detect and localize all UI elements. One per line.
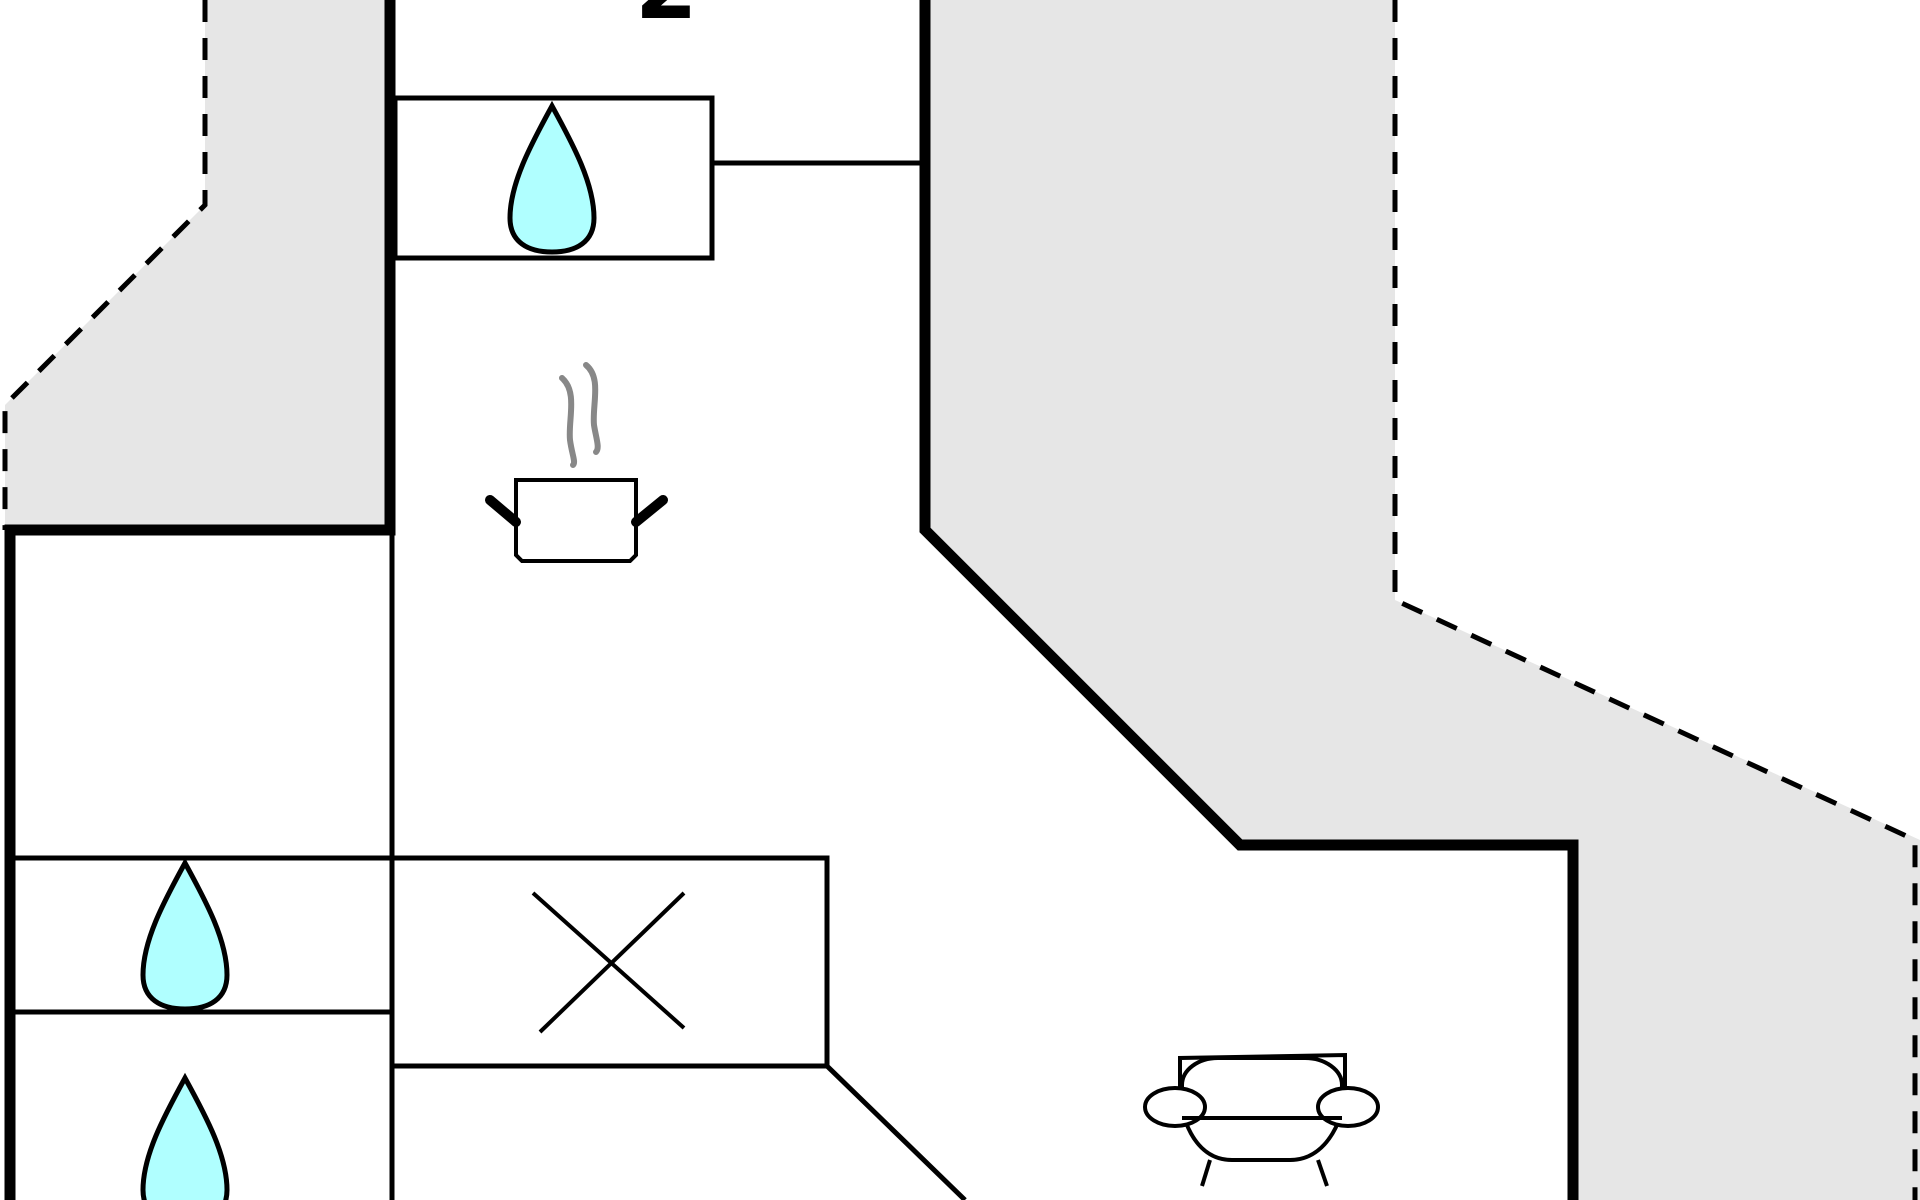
water-drop-icon	[140, 857, 230, 1012]
water-drop-icon	[507, 100, 597, 255]
cross-icon	[531, 891, 686, 1034]
room-number-label: 2	[635, 0, 698, 40]
interior-wall-diagonal	[825, 1064, 967, 1200]
cooking-pot-icon	[485, 362, 668, 563]
void-room	[389, 855, 830, 1069]
sofa-icon	[1143, 1052, 1380, 1187]
terrace-right-area	[925, 0, 1920, 1200]
water-drop-icon	[140, 1072, 230, 1200]
exterior-wall-left	[4, 0, 396, 1200]
terrace-left-boundary	[2, 0, 208, 530]
terrace-left-area	[5, 0, 390, 530]
terrace-right-boundary	[1392, 0, 1918, 1200]
bathroom-upper	[392, 95, 715, 261]
exterior-wall-right	[919, 0, 1579, 1200]
